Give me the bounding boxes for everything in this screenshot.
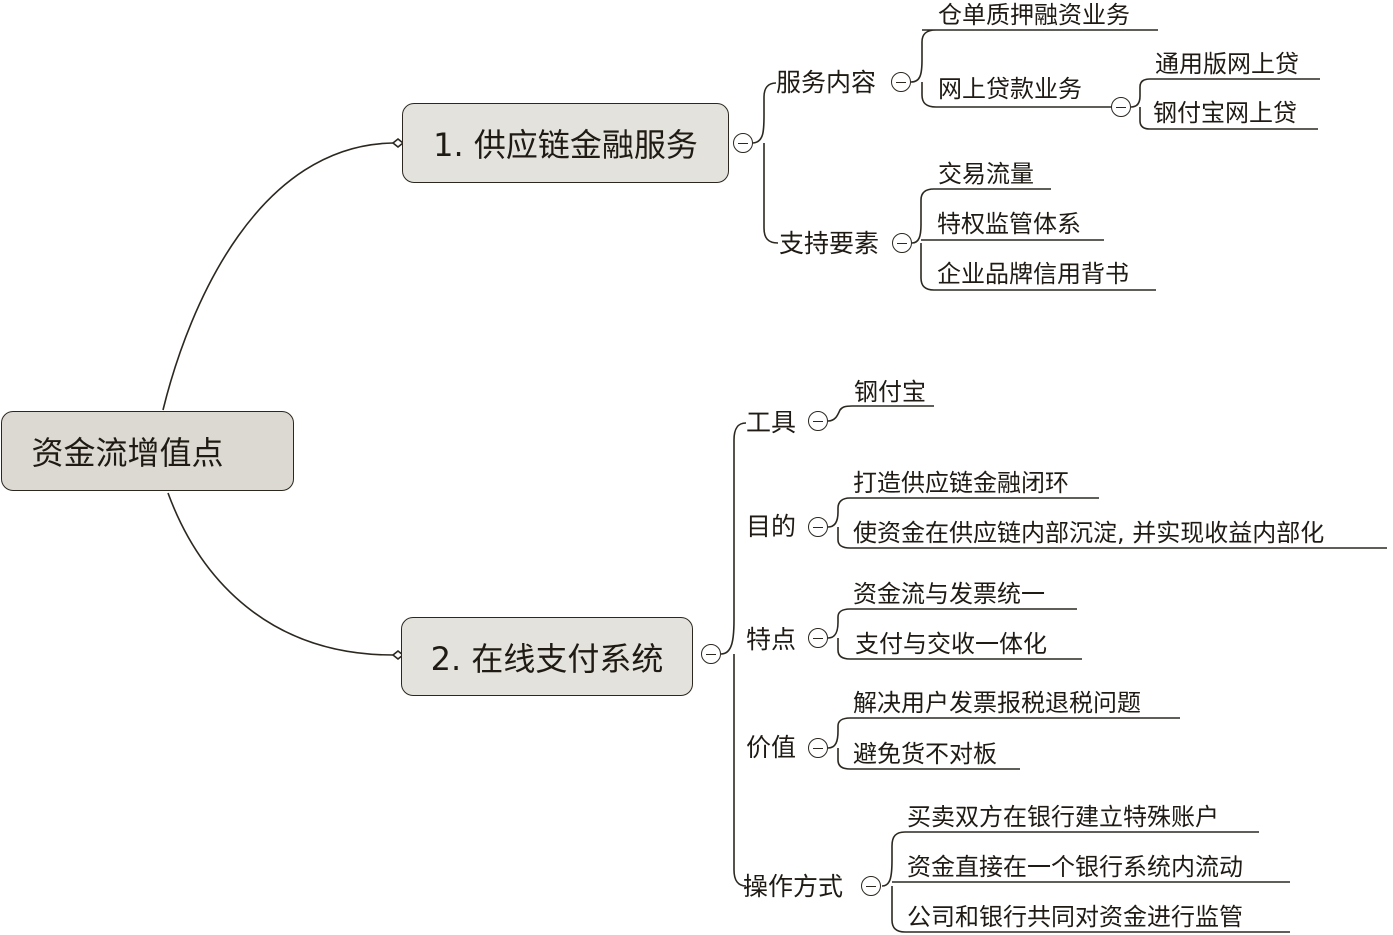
branch-label: 1. 供应链金融服务: [433, 126, 698, 164]
branch-1-spine: [751, 82, 779, 244]
group-purpose-bracket: [827, 497, 1387, 549]
leaf-item: 钢付宝网上贷: [1153, 99, 1297, 127]
group-feature-bracket: [827, 608, 1082, 660]
branch-label: 2. 在线支付系统: [430, 639, 664, 678]
group-label-support-factors: 支持要素: [779, 229, 880, 258]
leaf-item: 公司和银行共同对资金进行监管: [907, 903, 1243, 931]
group-label-value: 价值: [746, 733, 797, 762]
branch-node-supply-chain-finance[interactable]: 1. 供应链金融服务: [402, 103, 729, 183]
leaf-item: 支付与交收一体化: [855, 630, 1047, 658]
group-label-tool: 工具: [746, 408, 797, 437]
collapse-icon[interactable]: [733, 133, 753, 153]
collapse-icon[interactable]: [1111, 97, 1131, 117]
root-to-branch-1-line: [162, 142, 394, 411]
group-service-bracket: [910, 29, 1158, 108]
leaf-item: 打造供应链金融闭环: [853, 469, 1069, 497]
group-support-bracket: [911, 188, 1156, 291]
leaf-item: 资金直接在一个银行系统内流动: [907, 853, 1243, 881]
group-label-operation-method: 操作方式: [743, 872, 844, 901]
collapse-icon[interactable]: [891, 72, 911, 92]
root-label: 资金流增值点: [31, 434, 224, 472]
collapse-icon[interactable]: [861, 876, 881, 896]
group-label-features: 特点: [746, 625, 797, 654]
branch-node-online-payment[interactable]: 2. 在线支付系统: [401, 617, 693, 696]
group-tool-bracket: [827, 405, 934, 422]
collapse-icon[interactable]: [892, 233, 912, 253]
leaf-item: 买卖双方在银行建立特殊账户: [907, 803, 1219, 831]
group-operation-bracket: [881, 831, 1290, 933]
group-value-bracket: [827, 717, 1180, 770]
leaf-item: 网上贷款业务: [938, 75, 1082, 103]
collapse-icon[interactable]: [808, 738, 828, 758]
collapse-icon[interactable]: [808, 411, 828, 431]
group-label-purpose: 目的: [746, 512, 797, 541]
collapse-icon[interactable]: [808, 517, 828, 537]
root-node[interactable]: 资金流增值点: [1, 411, 294, 491]
root-to-branch-2-line: [167, 492, 394, 656]
leaf-item: 解决用户发票报税退税问题: [853, 689, 1141, 717]
branch-2-spine: [720, 422, 747, 887]
collapse-icon[interactable]: [808, 628, 828, 648]
leaf-item: 仓单质押融资业务: [938, 1, 1130, 29]
group-label-service-content: 服务内容: [776, 68, 877, 97]
leaf-item: 通用版网上贷: [1155, 50, 1299, 78]
leaf-item: 避免货不对板: [853, 740, 997, 768]
leaf-item: 交易流量: [938, 160, 1034, 188]
leaf-item: 企业品牌信用背书: [937, 260, 1129, 288]
leaf-item: 资金流与发票统一: [853, 580, 1045, 608]
collapse-icon[interactable]: [701, 644, 721, 664]
leaf-item: 钢付宝: [854, 378, 926, 406]
leaf-item: 特权监管体系: [937, 210, 1081, 238]
leaf-item: 使资金在供应链内部沉淀, 并实现收益内部化: [853, 519, 1325, 547]
